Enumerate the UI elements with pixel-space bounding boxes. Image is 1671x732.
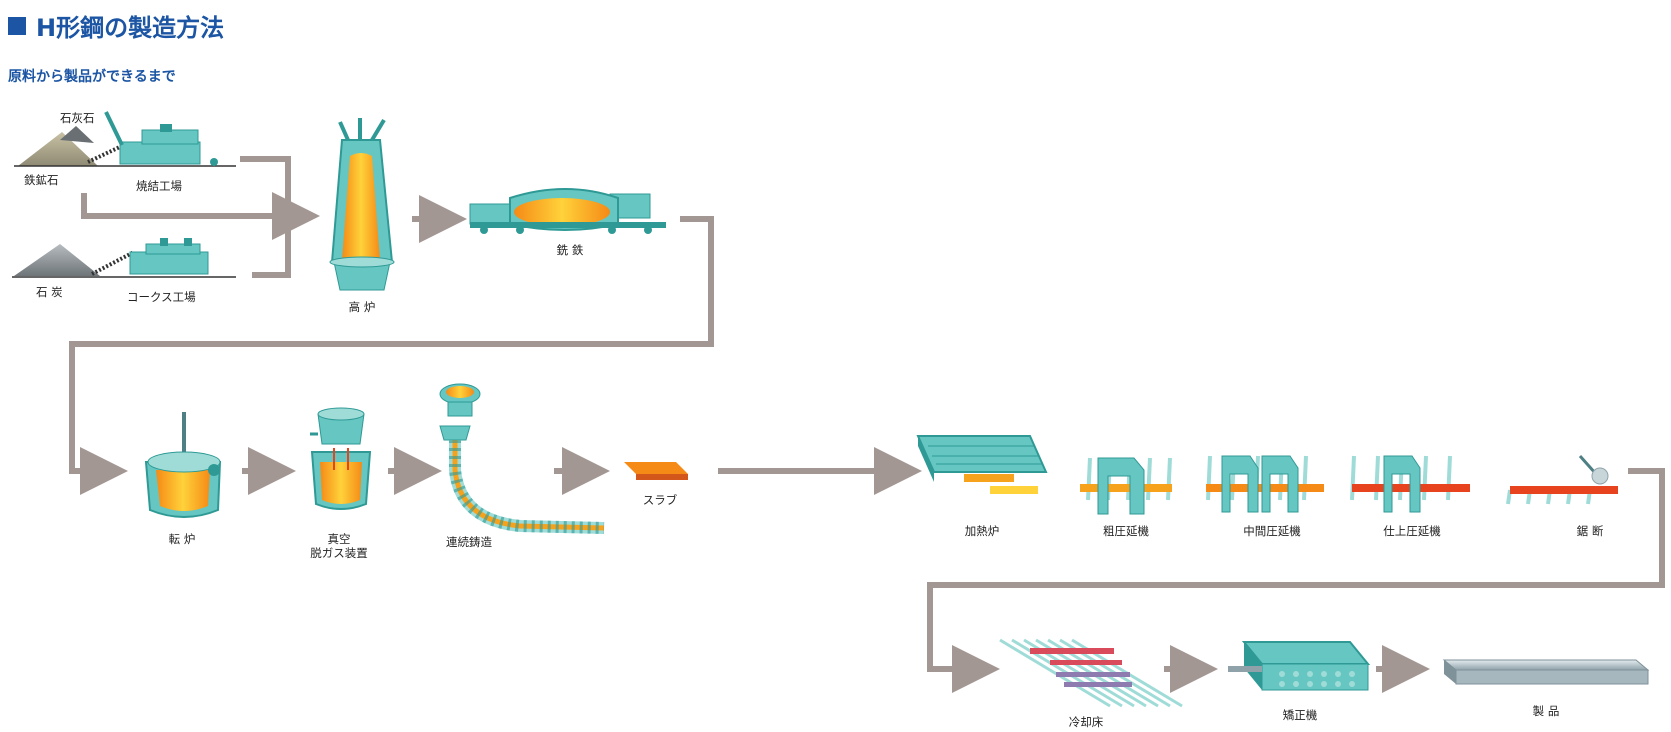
label-coal: 石 炭 [36, 285, 63, 299]
label-iron-ore: 鉄鉱石 [24, 173, 59, 187]
coke-plant-icon [91, 238, 209, 276]
finishing-mill-icon [1350, 455, 1470, 513]
title-square-icon [8, 16, 26, 35]
label-vacuum-degassing-1: 真空 [327, 532, 351, 546]
coal-pile-icon [12, 244, 236, 278]
h-beam-product-icon [1442, 659, 1650, 685]
label-product: 製 品 [1532, 704, 1560, 718]
saw-cutting-icon [1506, 455, 1618, 505]
torpedo-car-icon [469, 188, 666, 234]
blast-furnace-icon [329, 118, 395, 291]
label-intermediate-mill: 中間圧延機 [1243, 524, 1301, 538]
vacuum-degassing-icon [310, 407, 372, 510]
arrow-pig-to-converter [69, 216, 714, 495]
label-blast-furnace: 高 炉 [348, 300, 376, 314]
iron-ore-pile-icon [14, 126, 236, 167]
cooling-bed-icon [999, 638, 1183, 708]
label-cooling-bed: 冷却床 [1068, 715, 1104, 729]
slab-icon [624, 462, 688, 480]
flow-arrows [69, 156, 1665, 693]
label-reheating-furnace: 加熱炉 [964, 524, 1000, 538]
label-cutting: 鋸 断 [1576, 524, 1604, 538]
label-limestone: 石灰石 [60, 111, 95, 125]
label-straightener: 矯正機 [1282, 708, 1318, 722]
label-finishing-mill: 仕上圧延機 [1383, 524, 1441, 538]
arrow-cut-to-cooling [927, 468, 1665, 693]
label-sinter-plant: 焼結工場 [136, 179, 182, 193]
label-slab: スラブ [642, 493, 678, 507]
converter-icon [144, 412, 222, 518]
sinter-plant-icon [87, 111, 218, 166]
arrow-ore-branch [81, 193, 288, 219]
page-title: H形鋼の製造方法 [8, 8, 224, 43]
page-subtitle: 原料から製品ができるまで [8, 69, 176, 85]
roughing-mill-icon [1080, 457, 1172, 515]
label-vacuum-degassing-2: 脱ガス装置 [310, 546, 368, 560]
label-coke-plant: コークス工場 [127, 290, 196, 304]
label-continuous-casting: 連続鋳造 [446, 535, 492, 549]
label-converter: 転 炉 [168, 532, 196, 546]
continuous-caster-icon [439, 383, 605, 534]
label-roughing-mill: 粗圧延機 [1103, 524, 1149, 538]
page-title-text: H形鋼の製造方法 [36, 14, 225, 42]
label-pig-iron: 銑 鉄 [556, 243, 584, 257]
intermediate-mill-icon [1206, 455, 1324, 513]
reheating-furnace-icon [916, 435, 1048, 494]
straightener-icon [1228, 641, 1371, 691]
